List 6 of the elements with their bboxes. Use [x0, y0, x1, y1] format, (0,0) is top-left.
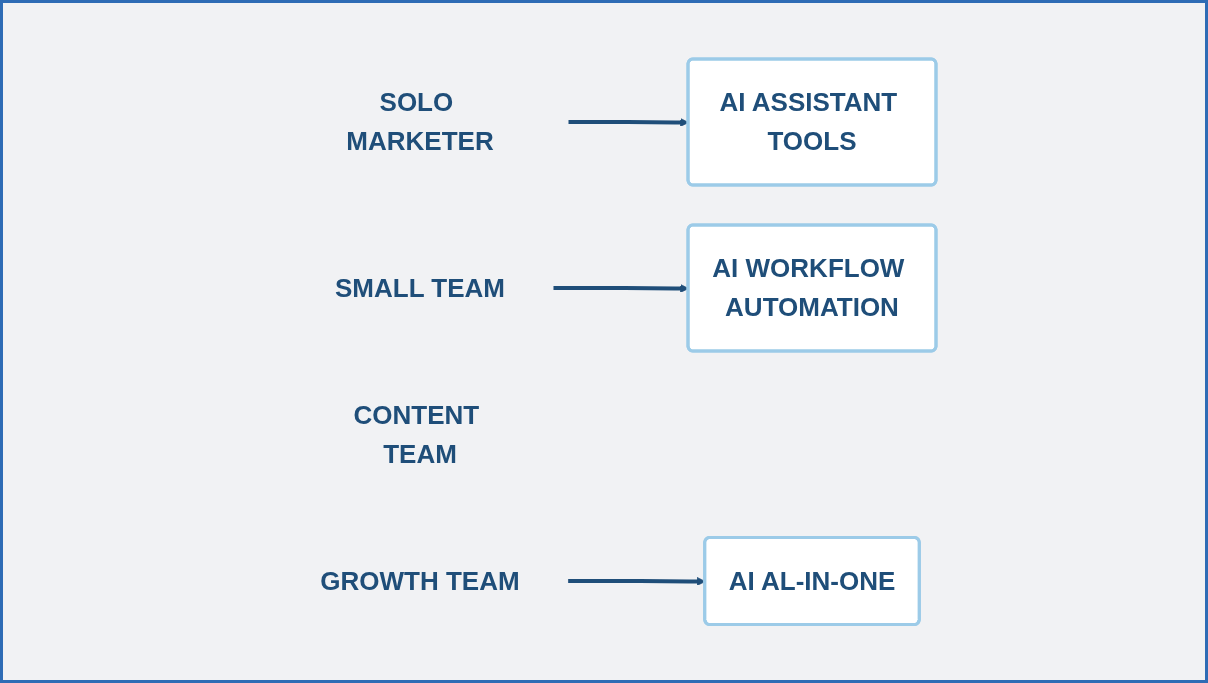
arrow	[553, 283, 689, 293]
node-text: SMALL TEAM	[335, 272, 505, 303]
arrow	[568, 117, 689, 127]
node-text: CONTENT TEAM	[353, 399, 480, 469]
node-text: SOLO MARKETER	[346, 86, 494, 156]
node-text: GROWTH TEAM	[320, 565, 520, 596]
